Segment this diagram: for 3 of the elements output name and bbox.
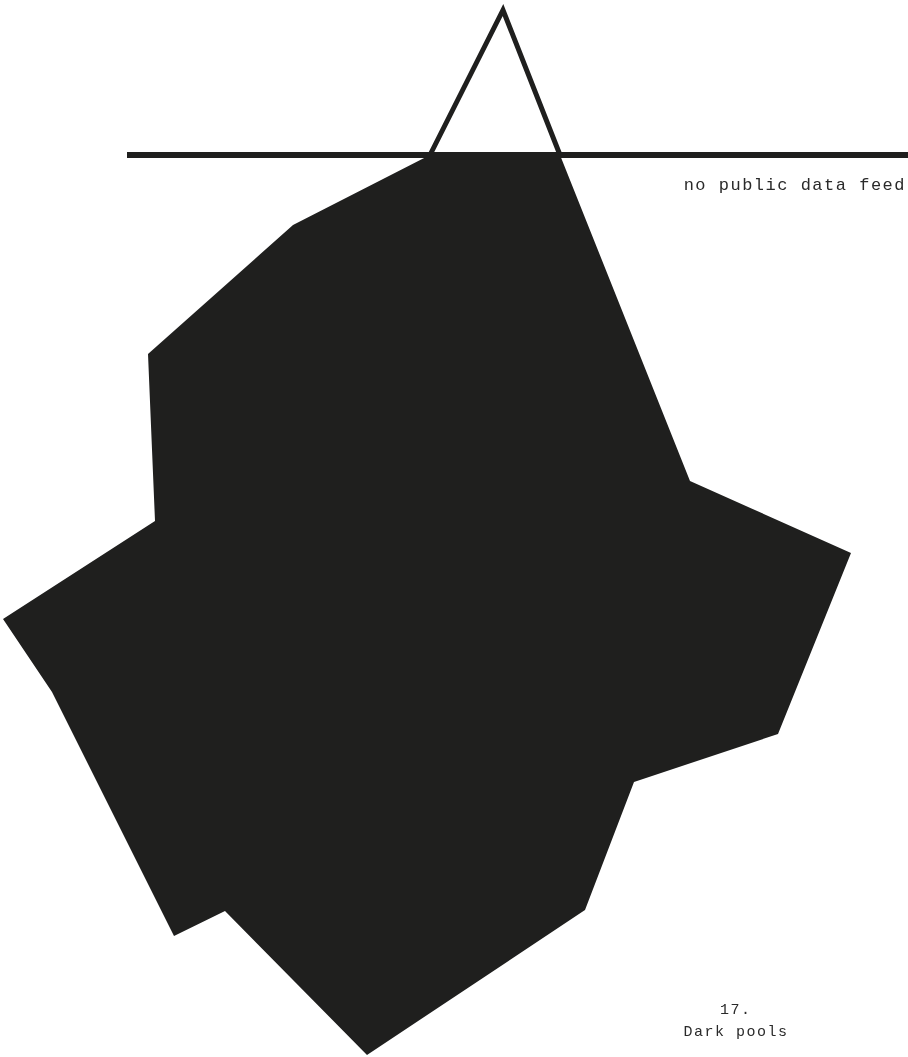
item-number: 17. [720,1002,752,1019]
item-caption: Dark pools [683,1024,789,1041]
water-line-note: no public data feed [683,176,906,195]
